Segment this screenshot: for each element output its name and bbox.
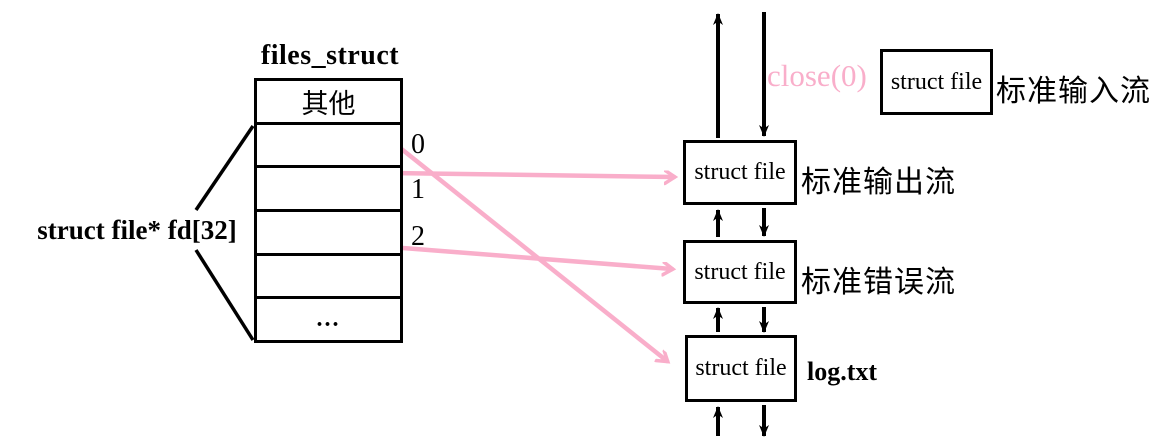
- stdin-stream-label: 标准输入流: [996, 75, 1149, 108]
- stderr-stream-label: 标准错误流: [801, 266, 956, 299]
- struct-file-box-log: struct file: [685, 335, 797, 402]
- stdout-stream-label: 标准输出流: [801, 166, 956, 199]
- struct-file-box-stdin-text: struct file: [890, 68, 983, 95]
- fd-index-1: 1: [411, 174, 425, 205]
- fd-table: 其他 ...: [254, 78, 403, 343]
- fd-index-0: 0: [411, 129, 425, 160]
- fd-table-row-0: [257, 125, 400, 169]
- fd-table-row-ellipsis: ...: [316, 306, 341, 333]
- fd-table-row-other: 其他: [257, 81, 400, 125]
- fd-bracket-upper-line: [194, 125, 255, 211]
- struct-file-box-stdin: struct file: [880, 49, 993, 115]
- struct-file-box-stdout: struct file: [683, 140, 797, 205]
- log-file-label: log.txt: [807, 357, 878, 386]
- struct-file-box-log-text: struct file: [695, 355, 787, 381]
- struct-file-box-stderr: struct file: [683, 240, 797, 304]
- fd-table-row-2: [257, 212, 400, 256]
- fd-array-pointer-label: struct file* fd[32]: [37, 215, 237, 245]
- close-call-annotation: close(0): [767, 58, 867, 93]
- struct-file-box-stdout-text: struct file: [694, 159, 786, 185]
- files-struct-title: files_struct: [260, 40, 400, 71]
- fd-table-row-1: [257, 168, 400, 213]
- fd-bracket-lower-line: [194, 249, 255, 341]
- fd-table-row-empty: [257, 256, 400, 300]
- fd-index-2: 2: [411, 221, 425, 252]
- struct-file-box-stderr-text: struct file: [694, 258, 786, 285]
